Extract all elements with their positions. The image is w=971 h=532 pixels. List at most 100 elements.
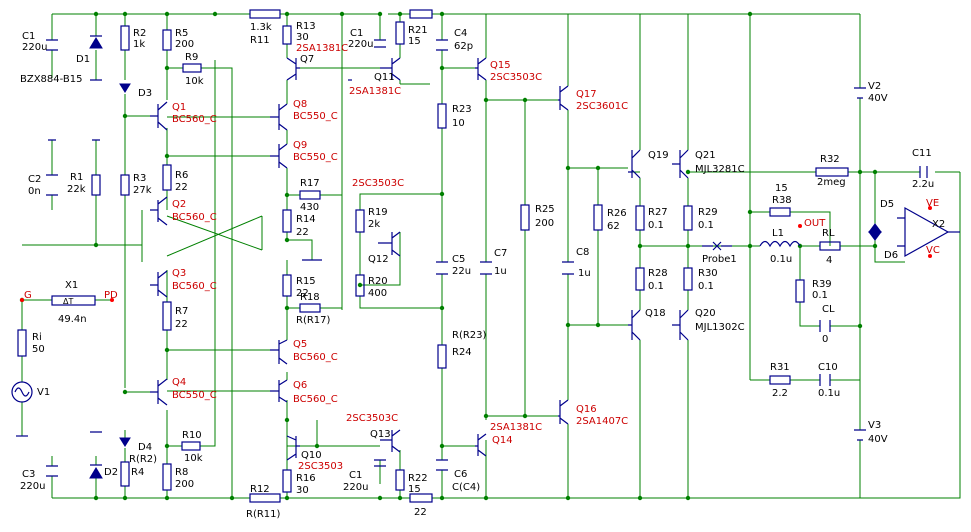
out-label: OUT bbox=[804, 218, 826, 229]
q9-name: Q9 bbox=[293, 140, 307, 151]
r8-val: 200 bbox=[175, 479, 194, 490]
r6-name: R6 bbox=[175, 170, 188, 181]
r39-name: R39 bbox=[812, 279, 832, 290]
q19-name: Q19 bbox=[648, 150, 669, 161]
c1l-val: 220u bbox=[22, 42, 47, 53]
r23-name: R23 bbox=[452, 104, 472, 115]
r22-val: 15 bbox=[408, 484, 421, 495]
r9-val: 10k bbox=[185, 76, 204, 87]
r10-name: R10 bbox=[182, 430, 202, 441]
q8-part: BC550_C bbox=[293, 111, 338, 122]
r10-val: 10k bbox=[184, 453, 203, 464]
r14-val: 22 bbox=[296, 227, 309, 238]
r26-name: R26 bbox=[607, 208, 627, 219]
r32-name: R32 bbox=[820, 154, 840, 165]
q3-part: BC560_C bbox=[172, 281, 217, 292]
r19-name: R19 bbox=[368, 207, 388, 218]
d1-part: BZX884-B15 bbox=[20, 74, 83, 85]
rl-name: RL bbox=[822, 228, 835, 239]
c8-name: C8 bbox=[576, 247, 589, 258]
r18-val: R(R17) bbox=[296, 315, 331, 326]
q14-part: 2SA1381C bbox=[490, 422, 542, 433]
q13-part: 2SC3503C bbox=[346, 413, 398, 424]
c5-val: 22u bbox=[452, 266, 471, 277]
cl-name: CL bbox=[822, 304, 835, 315]
v2-name: V2 bbox=[868, 81, 881, 92]
r28-val: 0.1 bbox=[648, 281, 664, 292]
q20-part: MJL1302C bbox=[695, 322, 745, 333]
q15-part: 2SC3503C bbox=[490, 72, 542, 83]
q16-part: 2SA1407C bbox=[576, 416, 628, 427]
r6-val: 22 bbox=[175, 182, 188, 193]
q11-part: 2SA1381C bbox=[349, 86, 401, 97]
v1-name: V1 bbox=[37, 387, 50, 398]
c1m-val: 220u bbox=[348, 39, 373, 50]
r20-name: R20 bbox=[368, 276, 388, 287]
r30-val: 0.1 bbox=[698, 281, 714, 292]
q10-part: 2SC3503 bbox=[298, 461, 343, 472]
q21-name: Q21 bbox=[695, 150, 716, 161]
probe-label: Probe1 bbox=[702, 254, 737, 265]
c2-name: C2 bbox=[28, 174, 41, 185]
q12-part-top: 2SC3503C bbox=[352, 178, 404, 189]
r5-val: 200 bbox=[175, 39, 194, 50]
r11-val: 1.3k bbox=[250, 22, 272, 33]
x2-name: X2 bbox=[932, 219, 945, 230]
r7-val: 22 bbox=[175, 319, 188, 330]
x1-val: 49.4n bbox=[58, 314, 87, 325]
q13-name: Q13 bbox=[370, 429, 391, 440]
q7-part: 2SA1381C bbox=[296, 43, 348, 54]
r13-val: 30 bbox=[296, 32, 309, 43]
c4-name: C4 bbox=[454, 28, 467, 39]
r32-val: 2meg bbox=[817, 177, 846, 188]
r22b-val: 22 bbox=[414, 507, 427, 518]
r12-val: R(R11) bbox=[246, 509, 281, 520]
r7-name: R7 bbox=[175, 306, 188, 317]
c1m-name: C1 bbox=[350, 28, 363, 39]
r4-name: R4 bbox=[131, 467, 144, 478]
q20-name: Q20 bbox=[695, 308, 716, 319]
r25-val: 200 bbox=[535, 218, 554, 229]
q4-name: Q4 bbox=[172, 377, 186, 388]
l1-name: L1 bbox=[772, 228, 784, 239]
r18-name: R18 bbox=[300, 292, 320, 303]
c5-name: C5 bbox=[452, 254, 465, 265]
r30-name: R30 bbox=[698, 268, 718, 279]
r15-val: 22 bbox=[296, 288, 309, 299]
q2-name: Q2 bbox=[172, 199, 186, 210]
r38-name: R38 bbox=[772, 195, 792, 206]
q1-name: Q1 bbox=[172, 102, 186, 113]
x1-sym: ΔT bbox=[63, 297, 73, 306]
q11-name: Q11 bbox=[374, 72, 395, 83]
c8-val: 1u bbox=[578, 268, 591, 279]
r9-name: R9 bbox=[185, 52, 198, 63]
r2-name: R2 bbox=[133, 28, 146, 39]
c10-name: C10 bbox=[818, 362, 838, 373]
ri-val: 50 bbox=[32, 344, 45, 355]
ri-name: Ri bbox=[32, 332, 42, 343]
d4-name: D4 bbox=[138, 442, 152, 453]
x1-name: X1 bbox=[65, 280, 78, 291]
q12-name: Q12 bbox=[368, 254, 389, 265]
q15-name: Q15 bbox=[490, 60, 511, 71]
q6-name: Q6 bbox=[293, 380, 307, 391]
d1-name: D1 bbox=[76, 54, 90, 65]
r5-name: R5 bbox=[175, 28, 188, 39]
c2-val: 0n bbox=[28, 186, 41, 197]
r13-name: R13 bbox=[296, 21, 316, 32]
c11-name: C11 bbox=[912, 148, 932, 159]
q17-part: 2SC3601C bbox=[576, 101, 628, 112]
q3-name: Q3 bbox=[172, 268, 186, 279]
q1-part: BC560_C bbox=[172, 114, 217, 125]
v3-val: 40V bbox=[868, 434, 888, 445]
pins bbox=[20, 206, 932, 302]
c7-val: 1u bbox=[494, 266, 507, 277]
r3-name: R3 bbox=[133, 173, 146, 184]
q6-part: BC560_C bbox=[293, 394, 338, 405]
q10-name: Q10 bbox=[301, 450, 322, 461]
r38-val: 15 bbox=[775, 183, 788, 194]
junctions bbox=[19, 11, 878, 501]
d2-name: D2 bbox=[104, 467, 118, 478]
ve-label: VE bbox=[926, 198, 939, 209]
